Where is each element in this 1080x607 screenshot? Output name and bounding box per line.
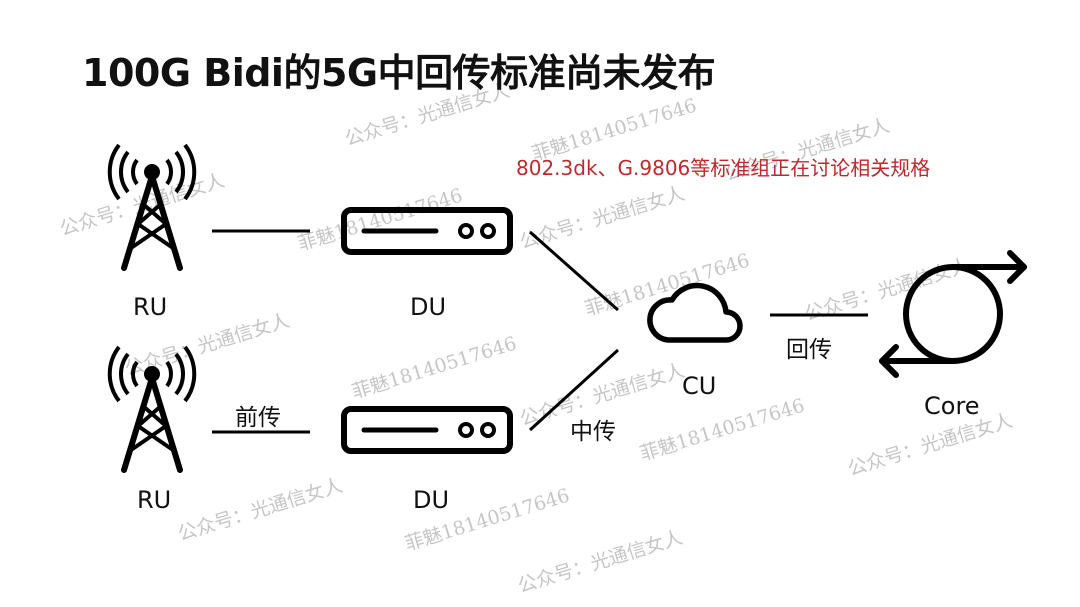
link-label-backhaul: 回传 [786, 337, 832, 363]
link-label-fronthaul: 前传 [235, 405, 281, 431]
standards-note: 802.3dk、G.9806等标准组正在讨论相关规格 [516, 156, 931, 180]
core-loop-icon [879, 250, 1027, 378]
antenna-tower-icon [110, 347, 195, 470]
node-label-du-top: DU [410, 293, 447, 321]
antenna-tower-icon [110, 145, 195, 268]
slide-title: 100G Bidi的5G中回传标准尚未发布 [82, 51, 716, 95]
link-du-cu-top [529, 230, 619, 312]
node-label-du-bottom: DU [413, 486, 450, 514]
server-unit-icon [344, 210, 510, 252]
node-label-ru-bottom: RU [137, 486, 172, 514]
server-unit-icon [344, 409, 510, 451]
node-label-ru-top: RU [133, 293, 168, 321]
link-label-midhaul: 中传 [570, 419, 616, 445]
node-label-cu: CU [682, 372, 717, 400]
link-du-cu-bottom [528, 348, 620, 432]
cloud-icon [647, 282, 743, 343]
node-label-core: Core [924, 392, 980, 420]
